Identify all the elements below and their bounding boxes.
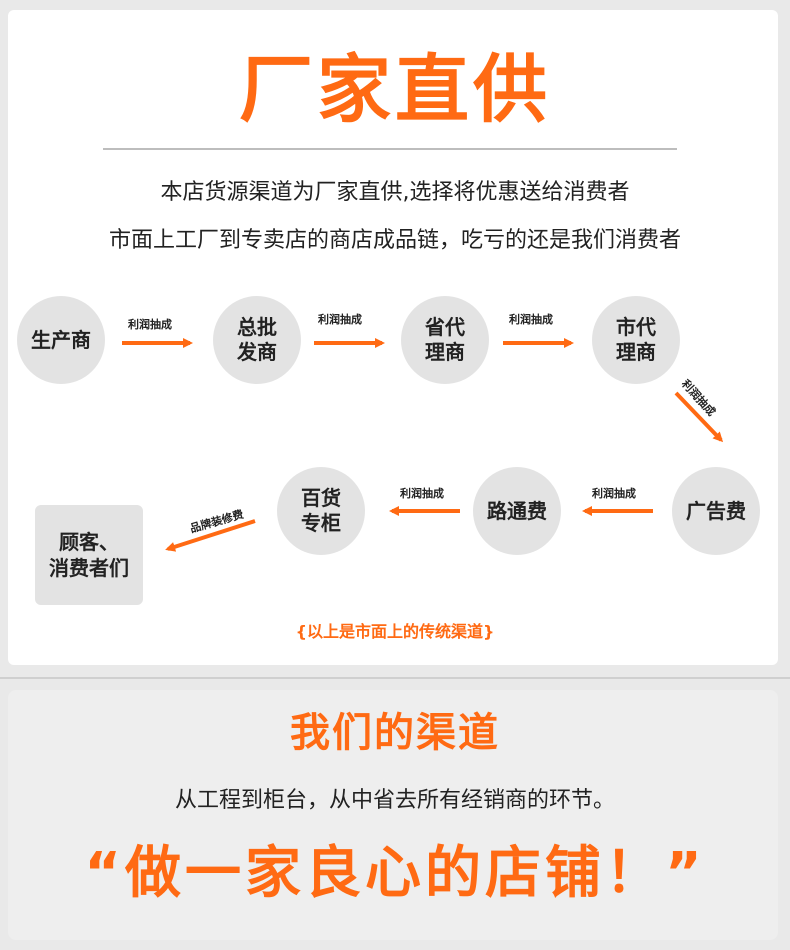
node-store-label-2: 专柜: [301, 511, 341, 535]
node-road-fee-label: 路通费: [487, 498, 547, 523]
node-consumers-label-2: 消费者们: [49, 556, 129, 580]
our-channel-panel: [8, 690, 778, 940]
node-city-agent: 市代 理商: [592, 296, 680, 384]
profit-label-2: 利润抽成: [318, 313, 362, 326]
intro-line-2: 市面上工厂到专卖店的商店成品链，吃亏的还是我们消费者: [108, 228, 681, 253]
node-producer: 生产商: [17, 296, 105, 384]
traditional-channel-note: {以上是市面上的传统渠道}: [295, 622, 495, 641]
node-advertising: 广告费: [672, 467, 760, 555]
profit-label-6: 利润抽成: [400, 487, 444, 500]
node-producer-label: 生产商: [31, 327, 91, 352]
page-title: 厂家直供: [239, 47, 551, 133]
node-province-label-1: 省代: [425, 315, 465, 339]
node-road-fee: 路通费: [473, 467, 561, 555]
our-channel-title: 我们的渠道: [290, 710, 500, 756]
node-consumers-label-1: 顾客、: [59, 530, 119, 554]
section-divider: [0, 677, 790, 679]
flow-arrow-4: [674, 391, 724, 443]
node-department-store: 百货 专柜: [277, 467, 365, 555]
profit-label-1: 利润抽成: [128, 318, 172, 331]
node-wholesaler: 总批 发商: [213, 296, 301, 384]
intro-line-1: 本店货源渠道为厂家直供,选择将优惠送给消费者: [160, 180, 630, 205]
node-city-label-2: 理商: [616, 340, 656, 364]
profit-label-5: 利润抽成: [592, 487, 636, 500]
flow-arrow-7: [165, 519, 256, 552]
node-province-agent: 省代 理商: [401, 296, 489, 384]
our-channel-subtitle: 从工程到柜台，从中省去所有经销商的环节。: [174, 788, 615, 813]
profit-label-3: 利润抽成: [509, 313, 553, 326]
node-city-label-1: 市代: [616, 315, 656, 339]
slogan: “做一家良心的店铺！”: [84, 841, 706, 906]
node-wholesaler-label-2: 发商: [237, 340, 277, 364]
node-province-label-2: 理商: [425, 340, 465, 364]
node-store-label-1: 百货: [301, 486, 341, 510]
node-advertising-label: 广告费: [686, 498, 746, 523]
node-consumers: 顾客、 消费者们: [35, 505, 143, 605]
node-wholesaler-label-1: 总批: [237, 315, 277, 339]
title-divider: [103, 148, 677, 150]
